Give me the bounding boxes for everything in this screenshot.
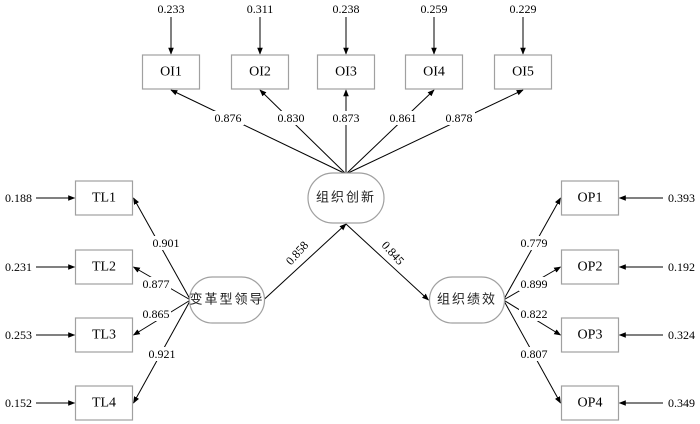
loading-arrow	[345, 89, 524, 175]
error-variance: 0.231	[5, 260, 32, 274]
label-bg	[519, 307, 549, 321]
path-coefficient: 0.845	[379, 238, 407, 267]
error-variance: 0.233	[158, 2, 185, 16]
label-bg	[151, 236, 181, 250]
indicator-op1-label: OP1	[578, 191, 603, 206]
structural-path-oi-op	[345, 223, 430, 301]
factor-loading: 0.865	[143, 307, 170, 321]
structural-path-tl-oi	[263, 223, 347, 301]
indicator-op3	[560, 317, 620, 353]
label-bg	[443, 111, 475, 125]
factor-loading: 0.901	[153, 236, 180, 250]
indicator-oi3	[316, 54, 376, 90]
factor-loading: 0.877	[143, 277, 170, 291]
factor-loading: 0.921	[149, 347, 176, 361]
error-variance: 0.188	[5, 191, 32, 205]
indicator-oi1	[141, 54, 201, 90]
label-bg	[330, 111, 362, 125]
loading-arrow	[345, 89, 435, 175]
label-bg	[275, 111, 307, 125]
latent-transformational-leadership	[188, 276, 266, 324]
factor-loading: 0.876	[215, 111, 242, 125]
indicator-oi4	[404, 54, 464, 90]
factor-loading: 0.899	[521, 277, 548, 291]
label-bg	[519, 347, 549, 361]
error-variance: 0.349	[668, 396, 695, 410]
factor-loading: 0.830	[278, 111, 305, 125]
label-bg	[387, 111, 419, 125]
indicator-tl3-label: TL3	[92, 328, 116, 343]
indicator-tl2	[74, 249, 134, 285]
factor-loading: 0.861	[390, 111, 417, 125]
factor-loading: 0.822	[521, 307, 548, 321]
indicator-oi5-label: OI5	[512, 65, 534, 80]
error-variance: 0.259	[421, 2, 448, 16]
latent-organizational-performance-label: 组织绩效	[437, 293, 497, 308]
indicator-tl3	[74, 317, 134, 353]
indicator-tl4-label: TL4	[92, 396, 116, 411]
latent-organizational-innovation	[307, 172, 385, 224]
path-coefficient: 0.858	[283, 238, 311, 267]
indicator-oi3-label: OI3	[335, 65, 357, 80]
error-variance: 0.324	[668, 328, 695, 342]
loading-arrow	[259, 89, 347, 175]
factor-loading: 0.873	[333, 111, 360, 125]
label-bg	[141, 307, 171, 321]
indicator-tl4	[74, 385, 134, 421]
error-variance: 0.192	[668, 260, 695, 274]
latent-transformational-leadership-label: 变革型领导	[189, 292, 264, 308]
label-bg	[141, 277, 171, 291]
indicator-tl1	[74, 180, 134, 216]
indicator-oi4-label: OI4	[423, 65, 445, 80]
label-bg	[519, 236, 549, 250]
error-variance: 0.253	[5, 328, 32, 342]
label-bg	[147, 347, 177, 361]
latent-organizational-innovation-label: 组织创新	[316, 190, 376, 206]
factor-loading: 0.807	[521, 347, 548, 361]
loading-arrow	[170, 89, 347, 175]
factor-loading: 0.779	[521, 236, 548, 250]
error-variance: 0.152	[5, 396, 32, 410]
indicator-op1	[560, 180, 620, 216]
indicator-op4	[560, 385, 620, 421]
label-bg	[519, 277, 549, 291]
latent-organizational-performance	[428, 276, 506, 324]
indicator-oi5	[493, 54, 553, 90]
indicator-oi2	[230, 54, 290, 90]
indicator-tl1-label: TL1	[92, 191, 116, 206]
error-variance: 0.238	[333, 2, 360, 16]
label-bg	[212, 111, 244, 125]
indicator-op4-label: OP4	[578, 396, 603, 411]
indicator-op2-label: OP2	[578, 260, 603, 275]
error-variance: 0.229	[510, 2, 537, 16]
indicator-op3-label: OP3	[578, 328, 603, 343]
factor-loading: 0.878	[446, 111, 473, 125]
indicator-oi1-label: OI1	[160, 65, 182, 80]
indicator-op2	[560, 249, 620, 285]
indicator-oi2-label: OI2	[249, 65, 271, 80]
error-variance: 0.311	[247, 2, 274, 16]
indicator-tl2-label: TL2	[92, 260, 116, 275]
error-variance: 0.393	[668, 191, 695, 205]
